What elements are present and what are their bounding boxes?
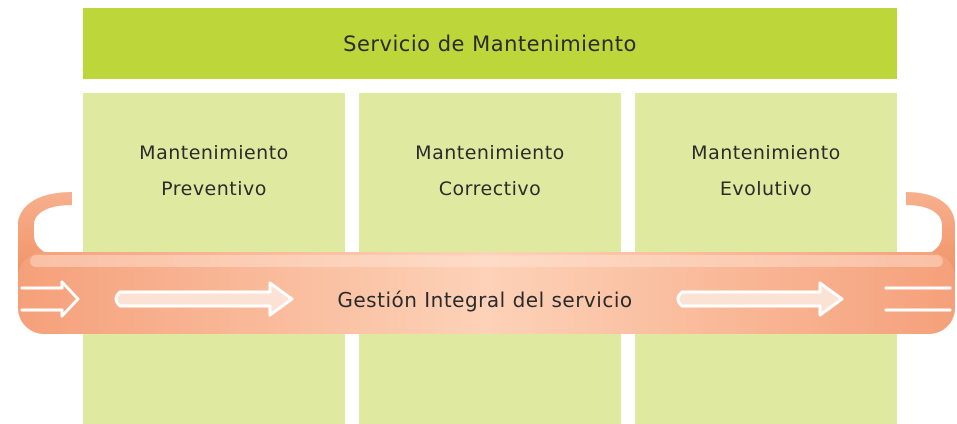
band-label: Gestión Integral del servicio	[337, 288, 633, 312]
column-label-line2: Correctivo	[438, 178, 542, 200]
column-label-line1: Mantenimiento	[415, 142, 565, 164]
arrow-left-edge	[20, 280, 80, 318]
column-label-line1: Mantenimiento	[691, 142, 841, 164]
column-label-line2: Preventivo	[161, 178, 267, 200]
column-label-line1: Mantenimiento	[139, 142, 289, 164]
column-label: Mantenimiento Correctivo	[359, 135, 621, 207]
arrow-right-main	[676, 281, 844, 317]
arrow-left-main	[114, 281, 294, 317]
diagram-title: Servicio de Mantenimiento	[343, 31, 637, 56]
column-label: Mantenimiento Evolutivo	[635, 135, 897, 207]
column-label: Mantenimiento Preventivo	[83, 135, 345, 207]
band-highlight	[30, 255, 943, 267]
column-label-line2: Evolutivo	[719, 178, 813, 200]
band-body	[18, 252, 955, 334]
arrow-right-edge	[884, 286, 952, 312]
diagram-title-bar: Servicio de Mantenimiento	[83, 8, 897, 79]
